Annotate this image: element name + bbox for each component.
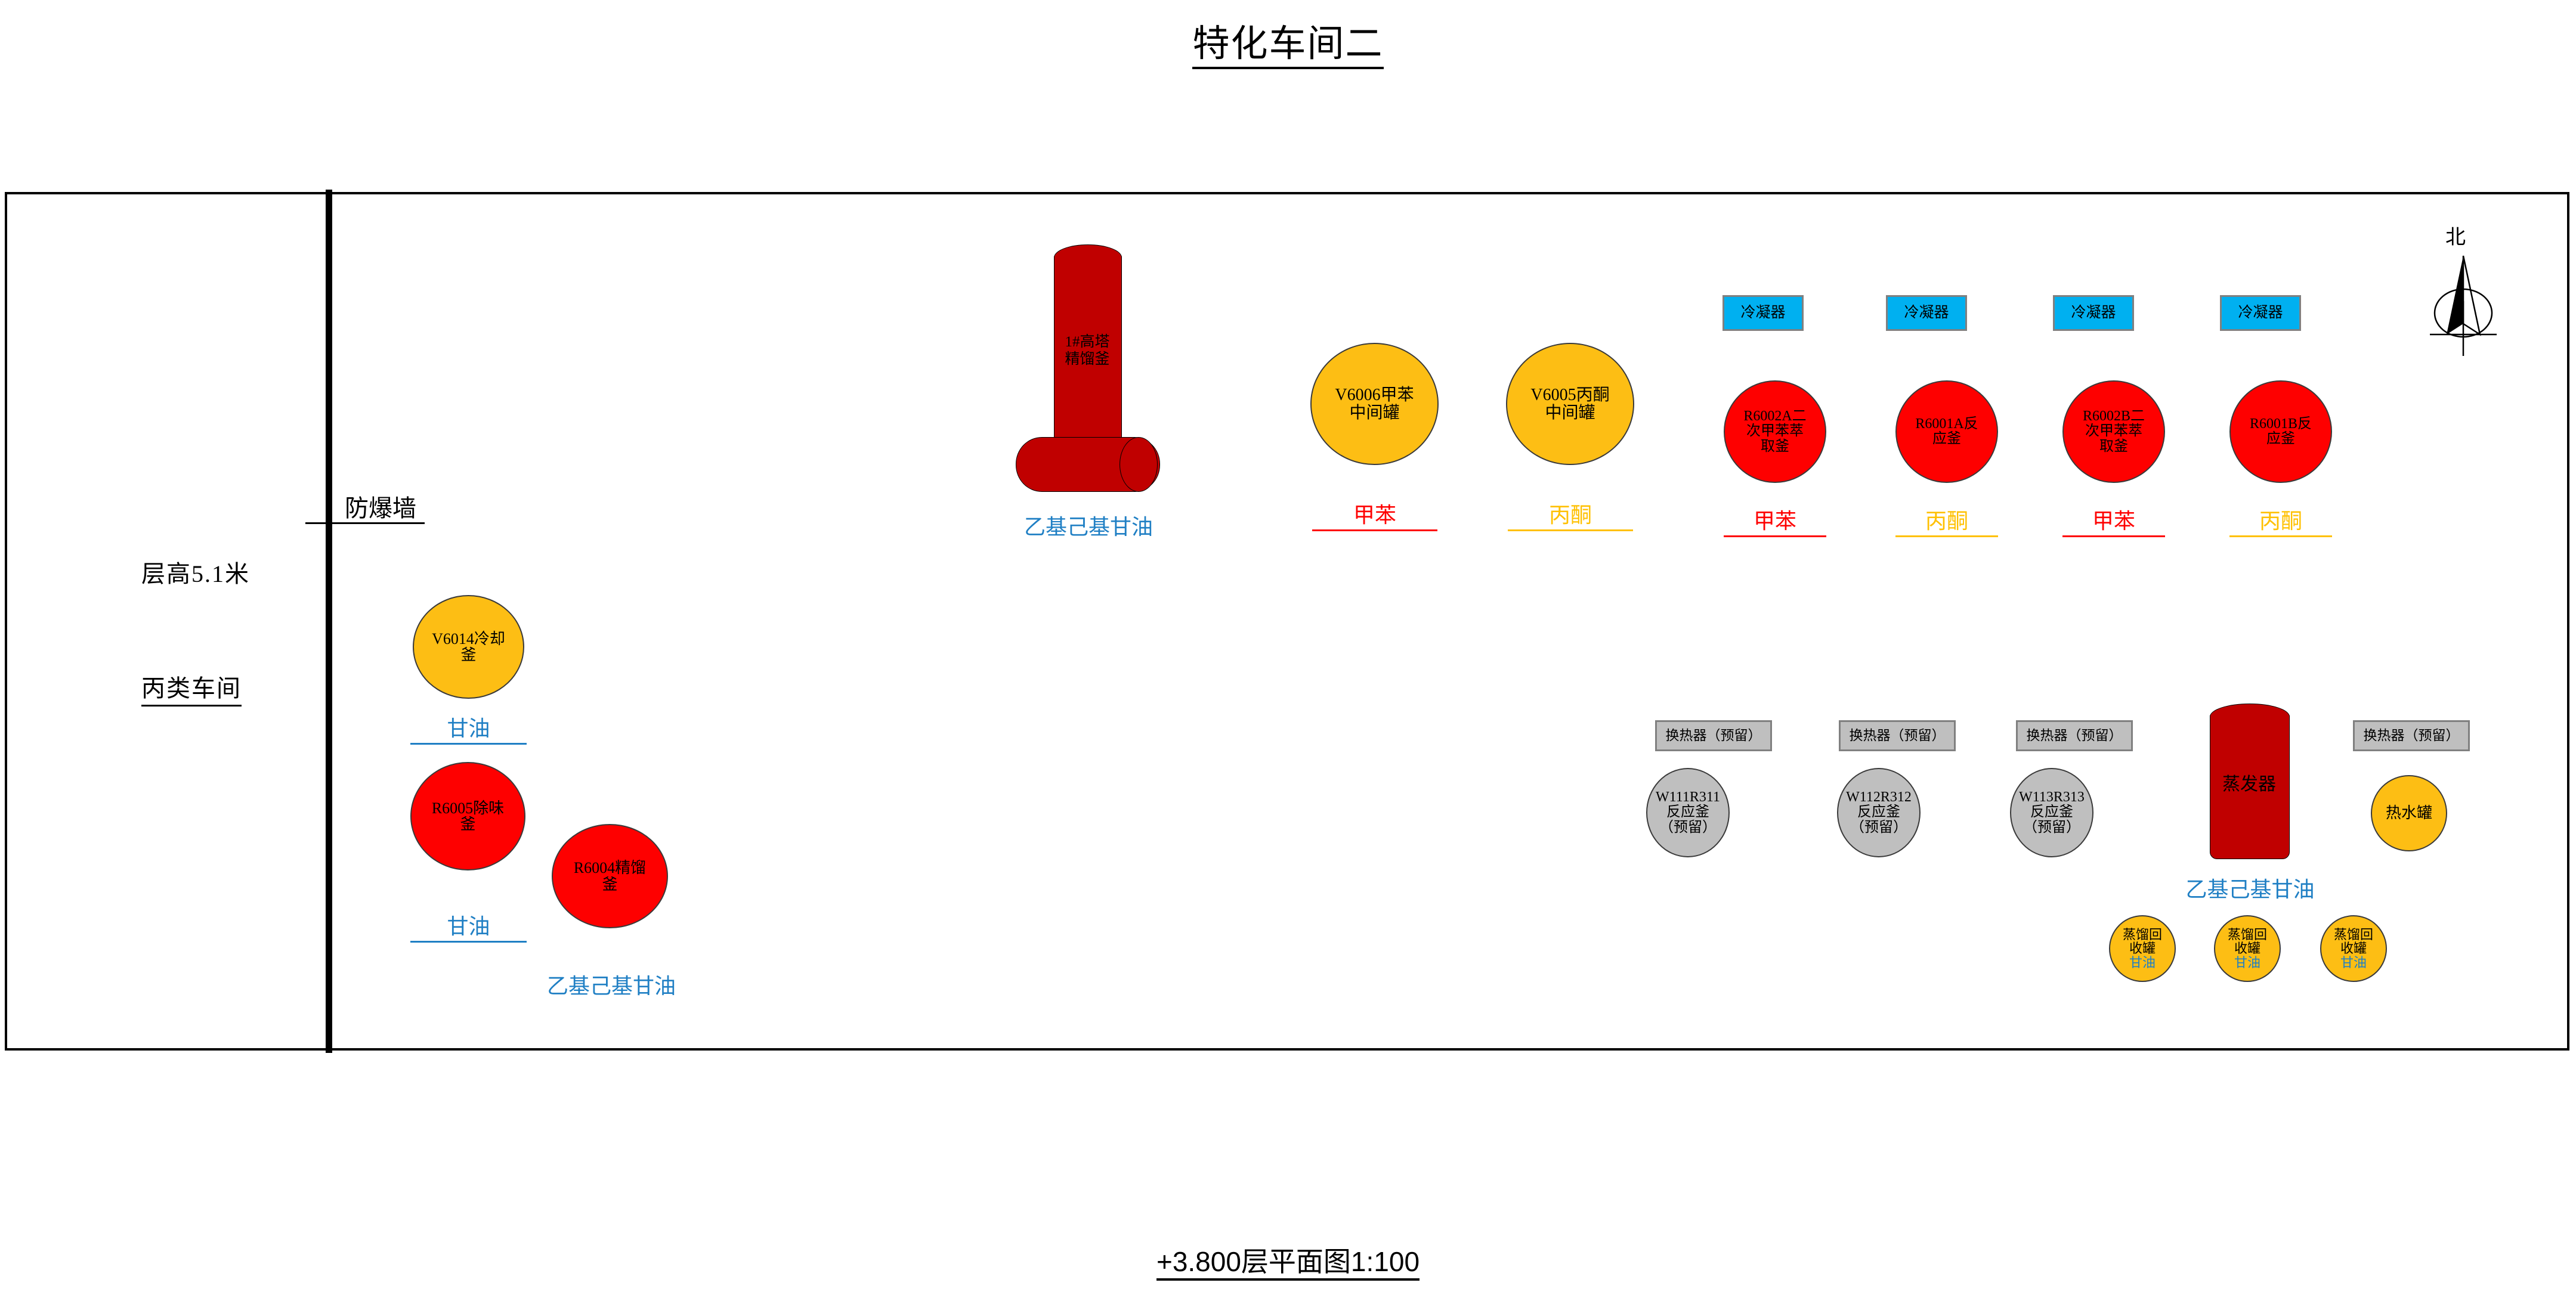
w112r312-line3: （预留）: [1850, 819, 1907, 835]
r6002a-line2: 次甲苯萃: [1746, 423, 1804, 439]
tower-label-line1: 1#高塔: [1065, 334, 1110, 350]
equipment-v6005-acetone-tank[interactable]: V6005丙酮 中间罐: [1506, 343, 1634, 465]
r6002b-line1: R6002B二: [2082, 408, 2145, 425]
r6002a-line3: 取釜: [1761, 438, 1789, 454]
w111r311-line1: W111R311: [1656, 789, 1720, 805]
equipment-hot-water-tank[interactable]: 热水罐: [2371, 775, 2447, 851]
w111r311-line2: 反应釜: [1666, 804, 1709, 820]
drawing-caption-text: +3.800层平面图1:100: [1156, 1246, 1420, 1281]
r6001b-line1: R6001B反: [2249, 416, 2312, 432]
tower-label-line2: 精馏釜: [1065, 351, 1110, 367]
floor-height-label: 层高5.1米: [141, 560, 250, 587]
distillation-tower-label: 1#高塔 精馏釜: [1054, 334, 1121, 368]
r6005-line1: R6005除味: [431, 799, 505, 817]
r6004-line1: R6004精馏: [573, 859, 647, 877]
w113r313-line2: 反应釜: [2030, 804, 2073, 820]
r6001b-material-label: 丙酮: [2229, 504, 2332, 537]
equipment-v6006-toluene-tank[interactable]: V6006甲苯 中间罐: [1310, 343, 1439, 465]
equipment-r6001b-reactor[interactable]: R6001B反 应釜: [2229, 380, 2332, 483]
r6001b-line2: 应釜: [2266, 431, 2295, 447]
equipment-w113r313-reserved-reactor[interactable]: W113R313 反应釜 （预留）: [2010, 768, 2093, 857]
tower-base-drum-cap: [1120, 437, 1158, 492]
v6014-material-label: 甘油: [410, 711, 527, 745]
r6004-material-label: 乙基己基甘油: [546, 974, 676, 998]
blast-wall: [326, 190, 332, 1053]
r6004-line2: 釜: [602, 875, 618, 893]
tower-material-label: 乙基己基甘油: [1023, 515, 1153, 539]
r6002b-line3: 取釜: [2099, 438, 2128, 454]
page-title: 特化车间二: [0, 13, 2576, 69]
equipment-condenser-3[interactable]: 冷凝器: [2053, 295, 2134, 331]
equipment-condenser-4[interactable]: 冷凝器: [2220, 295, 2301, 331]
equipment-recovery-tank-3[interactable]: 蒸馏回 收罐 甘油: [2320, 915, 2387, 982]
equipment-r6005-deodorizing-kettle[interactable]: R6005除味 釜: [410, 762, 525, 870]
workshop-class-label: 丙类车间: [141, 669, 242, 707]
building-outline: [5, 192, 2569, 1051]
north-arrow-icon: [2430, 255, 2497, 356]
equipment-r6002a-toluene-extraction-kettle[interactable]: R6002A二 次甲苯萃 取釜: [1724, 380, 1826, 483]
recovery-tank-2-line2: 收罐: [2234, 941, 2260, 956]
equipment-condenser-1[interactable]: 冷凝器: [1723, 295, 1804, 331]
equipment-recovery-tank-2[interactable]: 蒸馏回 收罐 甘油: [2214, 915, 2281, 982]
v6006-material-label: 甲苯: [1312, 498, 1437, 531]
w112r312-line1: W112R312: [1846, 789, 1912, 805]
w113r313-line3: （预留）: [2023, 819, 2080, 835]
r6002b-line2: 次甲苯萃: [2085, 423, 2142, 439]
drawing-caption: +3.800层平面图1:100: [0, 1240, 2576, 1281]
recovery-tank-1-line2: 收罐: [2129, 941, 2156, 956]
r6001a-line2: 应釜: [1932, 431, 1961, 447]
v6005-material-label: 丙酮: [1508, 498, 1633, 531]
recovery-tank-1-material: 甘油: [2129, 955, 2156, 970]
recovery-tank-3-line1: 蒸馏回: [2333, 927, 2373, 943]
r6005-material-label: 甘油: [410, 909, 527, 943]
v6014-line2: 釜: [460, 646, 477, 664]
w113r313-line1: W113R313: [2019, 789, 2085, 805]
recovery-tank-3-material: 甘油: [2340, 955, 2367, 970]
recovery-tank-3-line2: 收罐: [2340, 941, 2367, 956]
r6001a-material-label: 丙酮: [1895, 504, 1998, 537]
equipment-recovery-tank-1[interactable]: 蒸馏回 收罐 甘油: [2109, 915, 2176, 982]
r6001a-line1: R6001A反: [1915, 416, 1978, 432]
equipment-heat-exchanger-3[interactable]: 换热器（预留）: [2016, 720, 2133, 751]
recovery-tank-2-material: 甘油: [2234, 955, 2260, 970]
equipment-r6002b-toluene-extraction-kettle[interactable]: R6002B二 次甲苯萃 取釜: [2062, 380, 2165, 483]
page-title-text: 特化车间二: [1192, 24, 1384, 69]
r6002b-material-label: 甲苯: [2062, 504, 2165, 537]
evaporator-label: 蒸发器: [2222, 774, 2276, 794]
v6005-line1: V6005丙酮: [1530, 386, 1610, 405]
r6002a-line1: R6002A二: [1743, 408, 1807, 425]
blast-wall-label: 防爆墙: [345, 495, 416, 522]
equipment-heat-exchanger-4[interactable]: 换热器（预留）: [2353, 720, 2470, 751]
equipment-v6014-cooling-kettle[interactable]: V6014冷却 釜: [413, 595, 524, 699]
equipment-w112r312-reserved-reactor[interactable]: W112R312 反应釜 （预留）: [1837, 768, 1921, 857]
r6002a-material-label: 甲苯: [1724, 504, 1826, 537]
recovery-tank-2-line1: 蒸馏回: [2227, 927, 2267, 943]
r6005-line2: 釜: [460, 816, 476, 833]
equipment-evaporator[interactable]: [2210, 715, 2290, 859]
evaporator-material-label: 乙基己基甘油: [2185, 878, 2315, 901]
equipment-heat-exchanger-2[interactable]: 换热器（预留）: [1839, 720, 1956, 751]
v6006-line1: V6006甲苯: [1335, 386, 1414, 405]
w112r312-line2: 反应釜: [1857, 804, 1900, 820]
v6005-line2: 中间罐: [1545, 403, 1595, 422]
w111r311-line3: （预留）: [1659, 819, 1717, 835]
equipment-r6004-rectification-kettle[interactable]: R6004精馏 釜: [552, 824, 668, 928]
equipment-r6001a-reactor[interactable]: R6001A反 应釜: [1895, 380, 1998, 483]
recovery-tank-1-line1: 蒸馏回: [2122, 927, 2162, 943]
v6006-line2: 中间罐: [1349, 403, 1400, 422]
distillation-tower: [1054, 256, 1122, 468]
equipment-w111r311-reserved-reactor[interactable]: W111R311 反应釜 （预留）: [1646, 768, 1730, 857]
equipment-heat-exchanger-1[interactable]: 换热器（预留）: [1655, 720, 1772, 751]
compass-north-label: 北: [2445, 227, 2466, 249]
blast-wall-leader-line: [305, 522, 425, 524]
v6014-line1: V6014冷却: [432, 630, 505, 647]
equipment-condenser-2[interactable]: 冷凝器: [1886, 295, 1967, 331]
